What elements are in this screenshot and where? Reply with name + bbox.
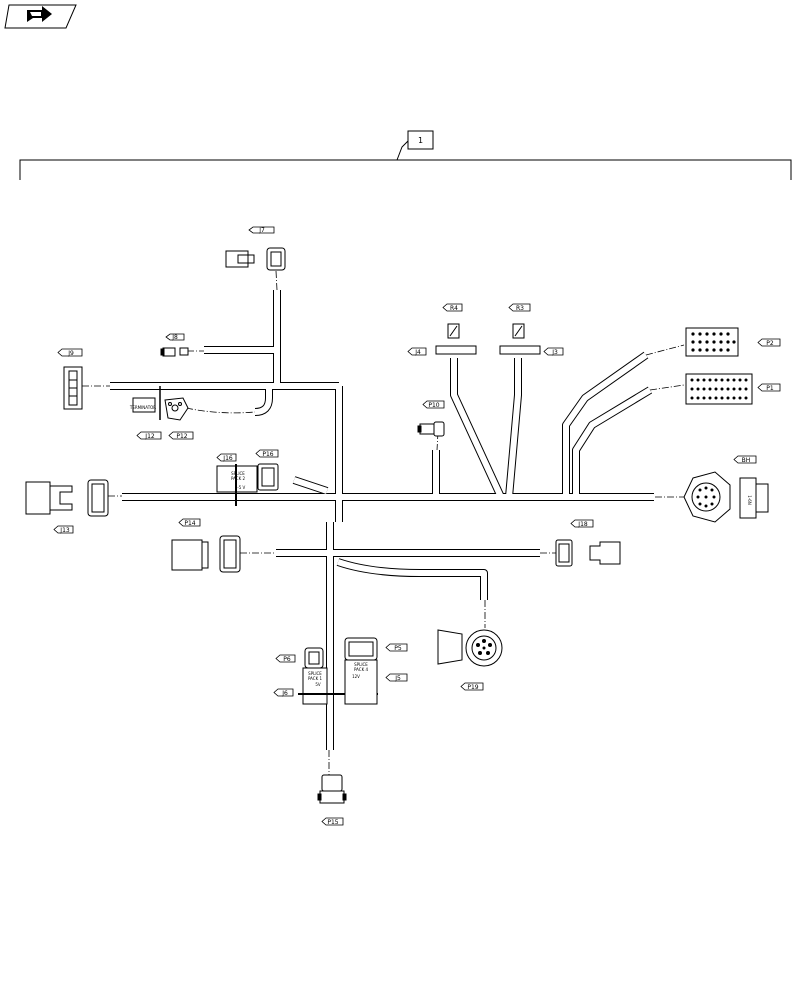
connector-r3 <box>512 323 525 339</box>
callout-p5: P5 <box>385 643 408 652</box>
callout-p10-label: P10 <box>428 402 439 409</box>
leader-lines <box>82 270 685 775</box>
callout-bh: BH <box>733 455 757 464</box>
item-number-callout: 1 <box>407 130 434 150</box>
callout-j4-label: J4 <box>414 349 421 356</box>
callout-j18-label: J18 <box>577 521 588 528</box>
callout-j7-label: J7 <box>258 227 265 234</box>
connector-j16-splice-pack: SPLICE PACK 2 3-5 V <box>216 464 258 506</box>
connector-p6 <box>304 647 324 669</box>
callout-j6-label: J6 <box>281 690 288 697</box>
callout-p19: P19 <box>460 682 484 691</box>
callout-p2-label: P2 <box>766 340 774 347</box>
splice-j6-line1: SPLICE <box>308 671 322 676</box>
connector-p10 <box>417 421 445 437</box>
connector-r4 <box>447 323 460 339</box>
callout-j8-label: J8 <box>171 334 178 341</box>
callout-p6-label: P6 <box>283 656 291 663</box>
connector-p2 <box>685 327 739 357</box>
callout-j9: J9 <box>57 348 83 357</box>
callout-j5: J5 <box>385 673 408 682</box>
connector-p1 <box>685 373 753 405</box>
callout-p16-label: P16 <box>262 451 273 458</box>
callout-p19-label: P19 <box>467 684 478 691</box>
callout-j4: J4 <box>407 347 427 356</box>
connector-p14 <box>171 535 241 573</box>
connector-p12 <box>164 397 189 421</box>
connector-j8 <box>160 347 189 357</box>
connector-p5 <box>344 637 378 661</box>
next-page-button[interactable] <box>4 4 77 29</box>
callout-j16: J16 <box>216 453 237 462</box>
callout-j7: J7 <box>248 226 275 234</box>
splice-j16-line2: PACK 2 <box>231 476 246 481</box>
callout-p5-label: P5 <box>394 645 402 652</box>
callout-p2: P2 <box>757 338 781 347</box>
callout-p12-label: P12 <box>176 433 187 440</box>
splice-j6-line2: PACK 1 <box>308 676 323 681</box>
callout-j3: J3 <box>543 347 564 356</box>
callout-p10: P10 <box>422 400 445 409</box>
splice-j5-line3: 12V <box>352 674 360 679</box>
connector-j12-terminator: TERMINATOR <box>129 386 161 420</box>
splice-j6-line3: 5V <box>315 682 321 687</box>
callout-r3-label: R3 <box>516 305 524 312</box>
callout-j5-label: J5 <box>394 675 401 682</box>
assembly-bracket <box>19 140 792 180</box>
callout-p1-label: P1 <box>766 385 774 392</box>
callout-j9-label: J9 <box>67 350 74 357</box>
callout-p12: P12 <box>168 431 194 440</box>
callout-j13-label: J13 <box>59 527 70 534</box>
connector-j9 <box>63 366 83 410</box>
callout-j18: J18 <box>570 519 594 528</box>
connector-p16 <box>257 463 279 491</box>
next-page-icon <box>27 6 52 22</box>
callout-j8: J8 <box>165 333 185 341</box>
callout-r3: R3 <box>508 303 531 312</box>
splice-j5-line1: SPLICE <box>354 662 368 667</box>
connector-j5-splice-pack: SPLICE PACK 4 12V <box>344 659 378 705</box>
callout-j3-label: J3 <box>551 349 558 356</box>
splice-j16-line1: SPLICE <box>231 471 245 476</box>
connector-bh: 1-6N <box>683 471 769 523</box>
callout-j6: J6 <box>273 688 294 697</box>
callout-j13: J13 <box>53 525 74 534</box>
callout-p14-label: P14 <box>184 520 195 527</box>
connector-p19 <box>437 629 503 667</box>
callout-p14: P14 <box>178 518 201 527</box>
callout-j12-label: J12 <box>144 433 155 440</box>
splice-j5-line2: PACK 4 <box>354 667 369 672</box>
callout-p1: P1 <box>757 383 781 392</box>
connector-j18 <box>555 539 621 567</box>
callout-j12: J12 <box>136 431 162 440</box>
callout-p6: P6 <box>275 654 296 663</box>
callout-bh-label: BH <box>742 457 751 464</box>
callout-p15-label: P15 <box>327 819 338 826</box>
callout-j16-label: J16 <box>222 455 233 462</box>
bh-mark: 1-6N <box>747 495 752 505</box>
callout-r4: R4 <box>442 303 463 312</box>
connector-j7 <box>225 247 286 271</box>
item-number: 1 <box>418 136 423 145</box>
connector-j4 <box>435 345 477 355</box>
connector-p15 <box>317 774 347 804</box>
connector-j13 <box>25 479 109 517</box>
connector-j3 <box>499 345 541 355</box>
callout-p16: P16 <box>255 449 279 458</box>
harness-wires-inner <box>110 290 654 750</box>
splice-j16-line3: 3-5 V <box>235 485 246 490</box>
callout-r4-label: R4 <box>450 305 458 312</box>
callout-p15: P15 <box>321 817 344 826</box>
terminator-label: TERMINATOR <box>129 405 156 410</box>
